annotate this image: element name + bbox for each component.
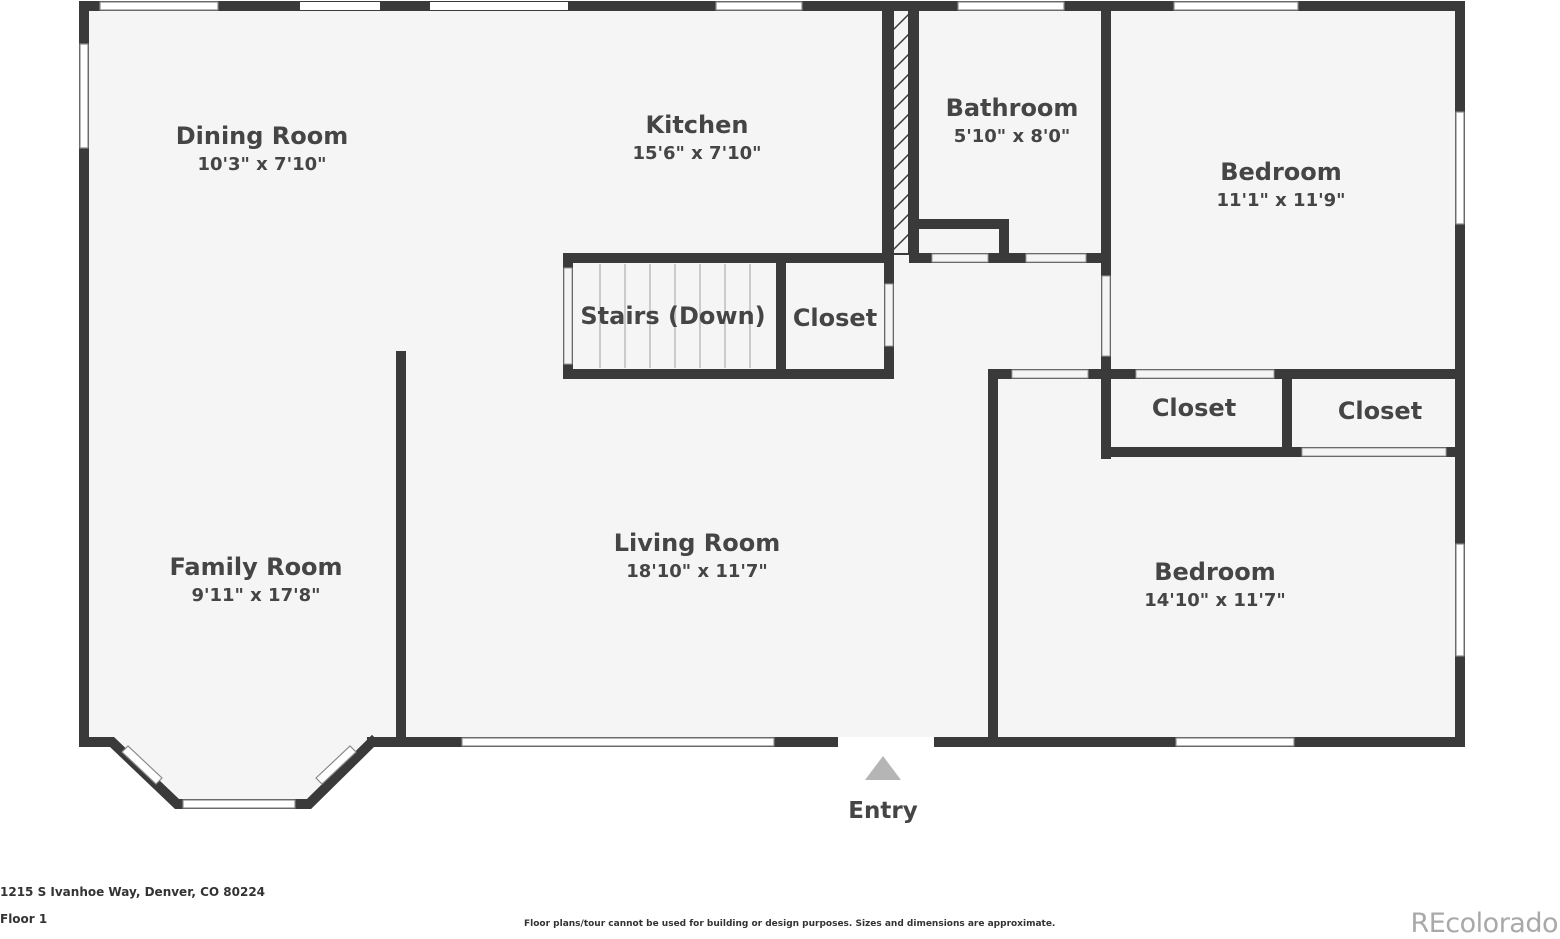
- room-name-stairs: Stairs (Down): [580, 302, 765, 330]
- room-dims-kitchen: 15'6" x 7'10": [632, 143, 761, 164]
- disclaimer-text: Floor plans/tour cannot be used for buil…: [524, 919, 1056, 929]
- room-name-bathroom: Bathroom: [946, 94, 1079, 122]
- room-dims-bedroom-1: 11'1" x 11'9": [1216, 190, 1345, 211]
- entry-label: Entry: [848, 798, 917, 824]
- entry-arrow-icon: [865, 756, 901, 780]
- room-name-closet-2: Closet: [1152, 394, 1236, 422]
- room-name-dining-room: Dining Room: [176, 122, 349, 150]
- room-name-kitchen: Kitchen: [646, 111, 749, 139]
- room-dims-bedroom-2: 14'10" x 11'7": [1144, 590, 1286, 611]
- floor-label: Floor 1: [0, 912, 48, 926]
- property-address: 1215 S Ivanhoe Way, Denver, CO 80224: [0, 885, 266, 899]
- windows: [79, 1, 1465, 809]
- room-dims-dining-room: 10'3" x 7'10": [197, 154, 326, 175]
- room-name-bedroom-2: Bedroom: [1154, 558, 1276, 586]
- brand-logo: REcolorado: [1410, 908, 1558, 939]
- room-dims-family-room: 9'11" x 17'8": [191, 585, 320, 606]
- hatched-wall: [892, 9, 910, 255]
- room-labels: Dining Room 10'3" x 7'10" Kitchen 15'6" …: [169, 94, 1422, 611]
- room-name-bedroom-1: Bedroom: [1220, 158, 1342, 186]
- room-dims-living-room: 18'10" x 11'7": [626, 561, 768, 582]
- room-dims-bathroom: 5'10" x 8'0": [954, 126, 1071, 147]
- stair-treads: [599, 264, 751, 368]
- room-name-closet-3: Closet: [1338, 397, 1422, 425]
- room-name-living-room: Living Room: [614, 529, 780, 557]
- door-openings: [563, 253, 1447, 747]
- room-name-closet-1: Closet: [793, 304, 877, 332]
- room-name-family-room: Family Room: [169, 553, 342, 581]
